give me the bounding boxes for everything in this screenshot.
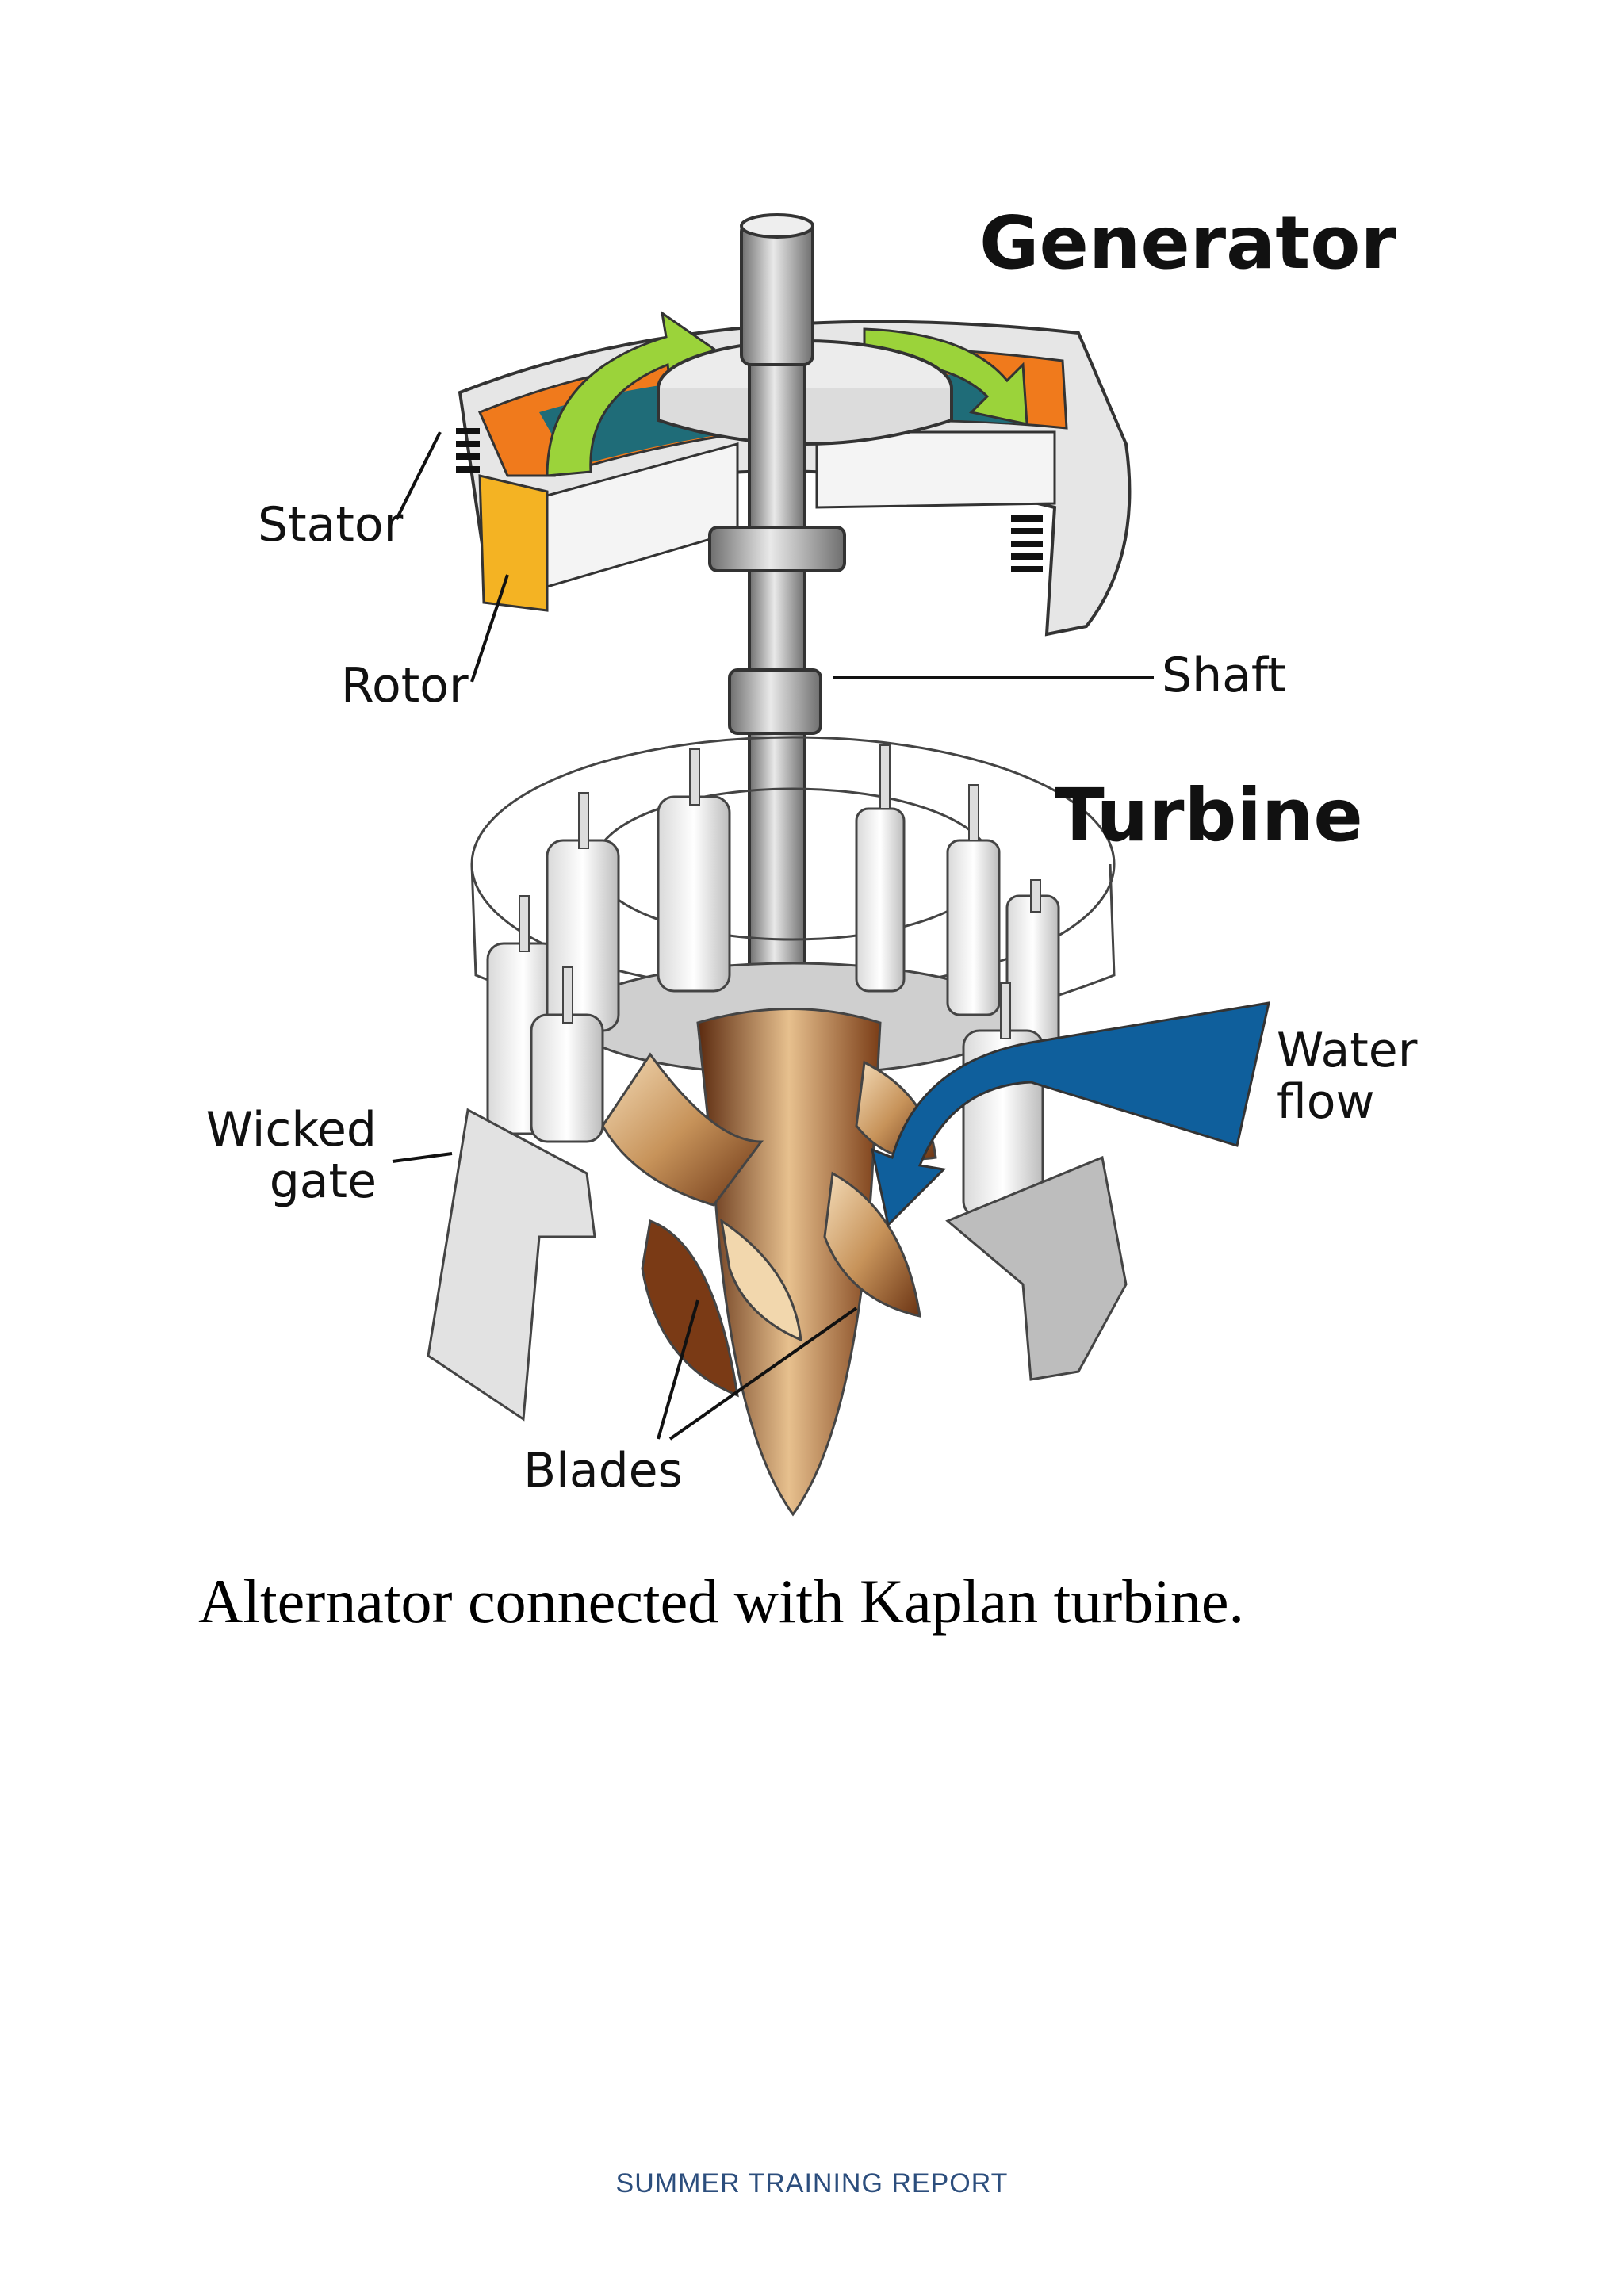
kaplan-turbine-diagram: Generator Turbine Stator Rotor Shaft Wat…: [206, 201, 1418, 1517]
turbine-casing: [427, 1108, 1128, 1422]
diagram-labels: Generator Turbine Stator Rotor Shaft Wat…: [206, 201, 1418, 1498]
label-rotor: Rotor: [341, 658, 469, 714]
rotor-laminations: [478, 474, 549, 612]
label-shaft: Shaft: [1162, 648, 1285, 703]
label-blades: Blades: [523, 1443, 683, 1498]
wicket-gate-vane: [546, 792, 620, 1032]
label-wicked-gate-line2: gate: [270, 1154, 377, 1209]
runner-blade: [719, 1218, 802, 1342]
page-footer: SUMMER TRAINING REPORT: [615, 2168, 1009, 2198]
wicket-gate-vane: [657, 748, 731, 993]
label-turbine: Turbine: [1055, 773, 1363, 858]
wicket-gate-vane: [1005, 879, 1060, 1056]
label-stator: Stator: [258, 497, 404, 553]
label-water-flow-line1: Water: [1277, 1023, 1418, 1078]
figure-caption: Alternator connected with Kaplan turbine…: [198, 1567, 1245, 1636]
shaft-collar-lower: [728, 668, 822, 735]
wicket-gate-vane: [946, 784, 1001, 1016]
stator-segment-right: [815, 430, 1056, 509]
label-generator: Generator: [979, 201, 1396, 285]
runner-blade: [823, 1171, 921, 1318]
rotation-arrow-left-icon: [546, 310, 716, 477]
water-flow-arrow-icon: [870, 1001, 1270, 1228]
wicket-gate-vane: [530, 966, 604, 1143]
runner-blade: [601, 1052, 764, 1207]
leader-lines: [392, 431, 1154, 1441]
label-water-flow-line2: flow: [1277, 1074, 1375, 1130]
runner-blade: [641, 1219, 739, 1398]
wicket-gate-vane: [855, 744, 906, 993]
shaft-collar-upper: [708, 526, 846, 572]
label-wicked-gate-line1: Wicked: [206, 1102, 377, 1158]
runner-blades: [601, 1008, 937, 1517]
generator-assembly: [456, 310, 1132, 637]
